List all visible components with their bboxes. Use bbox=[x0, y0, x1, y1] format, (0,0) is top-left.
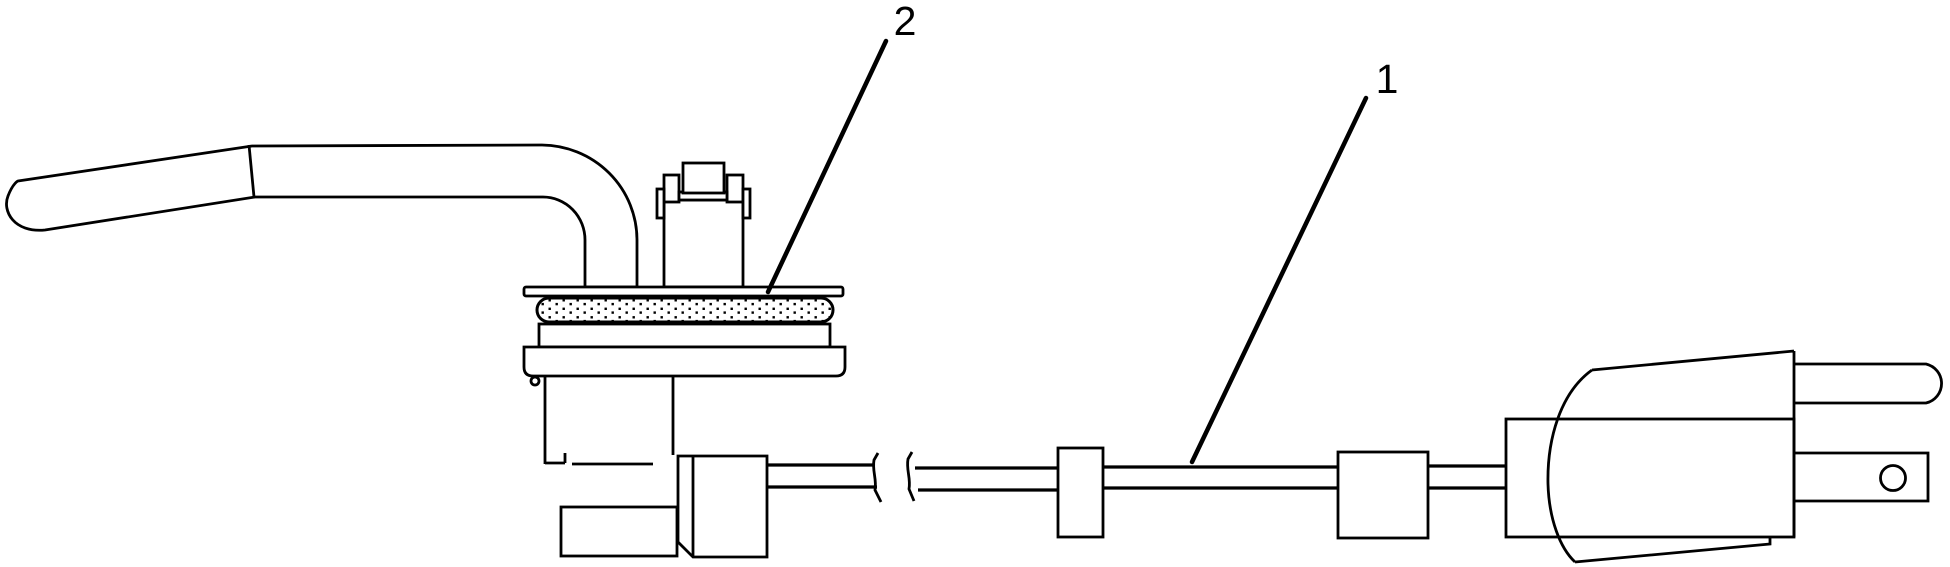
handle-tube bbox=[5, 143, 639, 289]
terminal-block bbox=[655, 161, 752, 289]
plug-face-edges bbox=[1574, 349, 1796, 564]
heater-head-assembly bbox=[5, 143, 847, 559]
terminal-neck bbox=[662, 198, 745, 289]
callout-2-label: 2 bbox=[894, 0, 917, 44]
flange bbox=[522, 345, 847, 378]
terminal-post-right bbox=[725, 173, 745, 204]
cord-stop-small bbox=[1056, 446, 1105, 539]
cord-stop-large bbox=[1336, 450, 1430, 540]
power-plug bbox=[1504, 349, 1943, 564]
cord-break-mark-right bbox=[906, 451, 916, 502]
plug-ground-pin bbox=[1795, 362, 1943, 405]
strain-relief-block bbox=[676, 454, 769, 559]
element-body bbox=[543, 376, 675, 466]
callout-2-leader-line bbox=[765, 38, 889, 295]
callout-2: 2 bbox=[765, 0, 917, 295]
plug-face-curve bbox=[1546, 368, 1593, 564]
mid-plate bbox=[537, 322, 832, 349]
plug-blade bbox=[1795, 451, 1930, 503]
plug-blade-hole bbox=[1879, 464, 1907, 492]
power-cord bbox=[767, 446, 1508, 540]
terminal-tab-right bbox=[741, 187, 752, 220]
handle-grip-divider bbox=[247, 144, 256, 198]
terminal-post-left bbox=[662, 173, 681, 204]
terminal-tab-left bbox=[655, 187, 666, 220]
callout-1-label: 1 bbox=[1376, 56, 1399, 102]
callout-1: 1 bbox=[1189, 56, 1399, 465]
cord-segment-a bbox=[767, 463, 877, 489]
flange-rivet bbox=[529, 375, 541, 387]
cord-segment-d bbox=[1425, 464, 1508, 490]
terminal-cap-box bbox=[681, 161, 726, 195]
cord-break-mark-left bbox=[872, 452, 883, 503]
gasket-seal-disc bbox=[535, 296, 835, 324]
cord-segment-b bbox=[915, 466, 1062, 492]
cord-segment-c bbox=[1100, 465, 1341, 490]
plug-rear-housing bbox=[1504, 417, 1796, 539]
callout-1-leader-line bbox=[1189, 95, 1369, 465]
cord-base-block bbox=[559, 505, 679, 558]
top-plate bbox=[522, 285, 845, 298]
